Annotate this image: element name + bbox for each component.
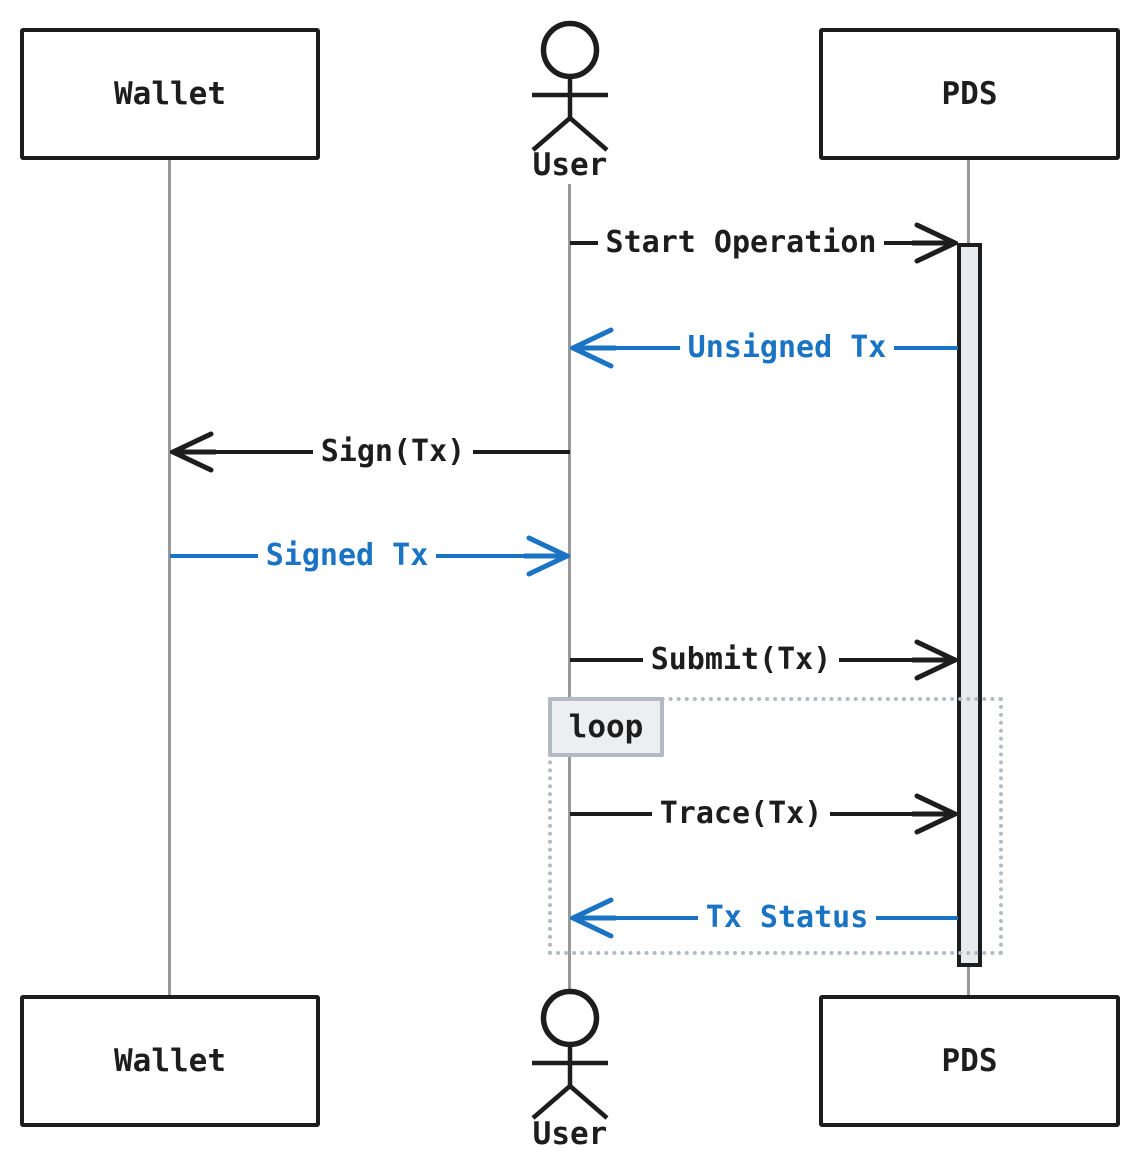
message-label: Submit(Tx) [642, 638, 840, 682]
arrowhead-left-icon [570, 327, 616, 369]
message-line [616, 916, 698, 920]
activation-bar-pds [957, 243, 982, 967]
message-label: Signed Tx [257, 534, 437, 578]
arrowhead-left-icon [570, 897, 616, 939]
message-label: Unsigned Tx [679, 326, 895, 370]
actor-user-bottom-icon [531, 988, 609, 1120]
message-line [616, 346, 680, 350]
message-label: Trace(Tx) [651, 792, 831, 836]
message-label: Start Operation [597, 221, 885, 265]
participant-label: PDS [941, 76, 998, 112]
lifeline-wallet [168, 159, 171, 996]
arrowhead-right-icon [912, 222, 958, 264]
message-line [884, 241, 912, 245]
arrowhead-right-icon [912, 639, 958, 681]
message-line [839, 658, 912, 662]
arrowhead-right-icon [524, 535, 570, 577]
loop-frame [548, 697, 1003, 955]
message-submit-tx: Submit(Tx) [570, 638, 958, 682]
message-label: Sign(Tx) [312, 430, 474, 474]
participant-pds-top: PDS [819, 28, 1120, 160]
message-trace-tx: Trace(Tx) [570, 792, 958, 836]
participant-pds-bottom: PDS [819, 995, 1120, 1127]
loop-label-text: loop [568, 709, 644, 745]
message-line [570, 658, 643, 662]
message-line [876, 916, 958, 920]
message-line [570, 812, 652, 816]
message-line [436, 554, 524, 558]
message-line [830, 812, 912, 816]
message-line [473, 450, 570, 454]
message-line [216, 450, 313, 454]
participant-wallet-top: Wallet [20, 28, 320, 160]
participant-label: Wallet [114, 76, 226, 112]
lifeline-user [568, 184, 571, 989]
actor-user-top-icon [531, 20, 609, 152]
participant-label: PDS [941, 1043, 998, 1079]
message-label: Tx Status [697, 896, 877, 940]
message-unsigned-tx: Unsigned Tx [570, 326, 958, 370]
message-sign-tx: Sign(Tx) [170, 430, 570, 474]
actor-user-top-label: User [532, 147, 608, 183]
message-line [170, 554, 258, 558]
arrowhead-left-icon [170, 431, 216, 473]
message-signed-tx: Signed Tx [170, 534, 570, 578]
actor-user-bottom-label: User [532, 1116, 608, 1152]
message-tx-status: Tx Status [570, 896, 958, 940]
loop-label: loop [548, 697, 664, 757]
arrowhead-right-icon [912, 793, 958, 835]
participant-wallet-bottom: Wallet [20, 995, 320, 1127]
message-line [570, 241, 598, 245]
participant-label: Wallet [114, 1043, 226, 1079]
message-line [894, 346, 958, 350]
message-start-operation: Start Operation [570, 221, 958, 265]
